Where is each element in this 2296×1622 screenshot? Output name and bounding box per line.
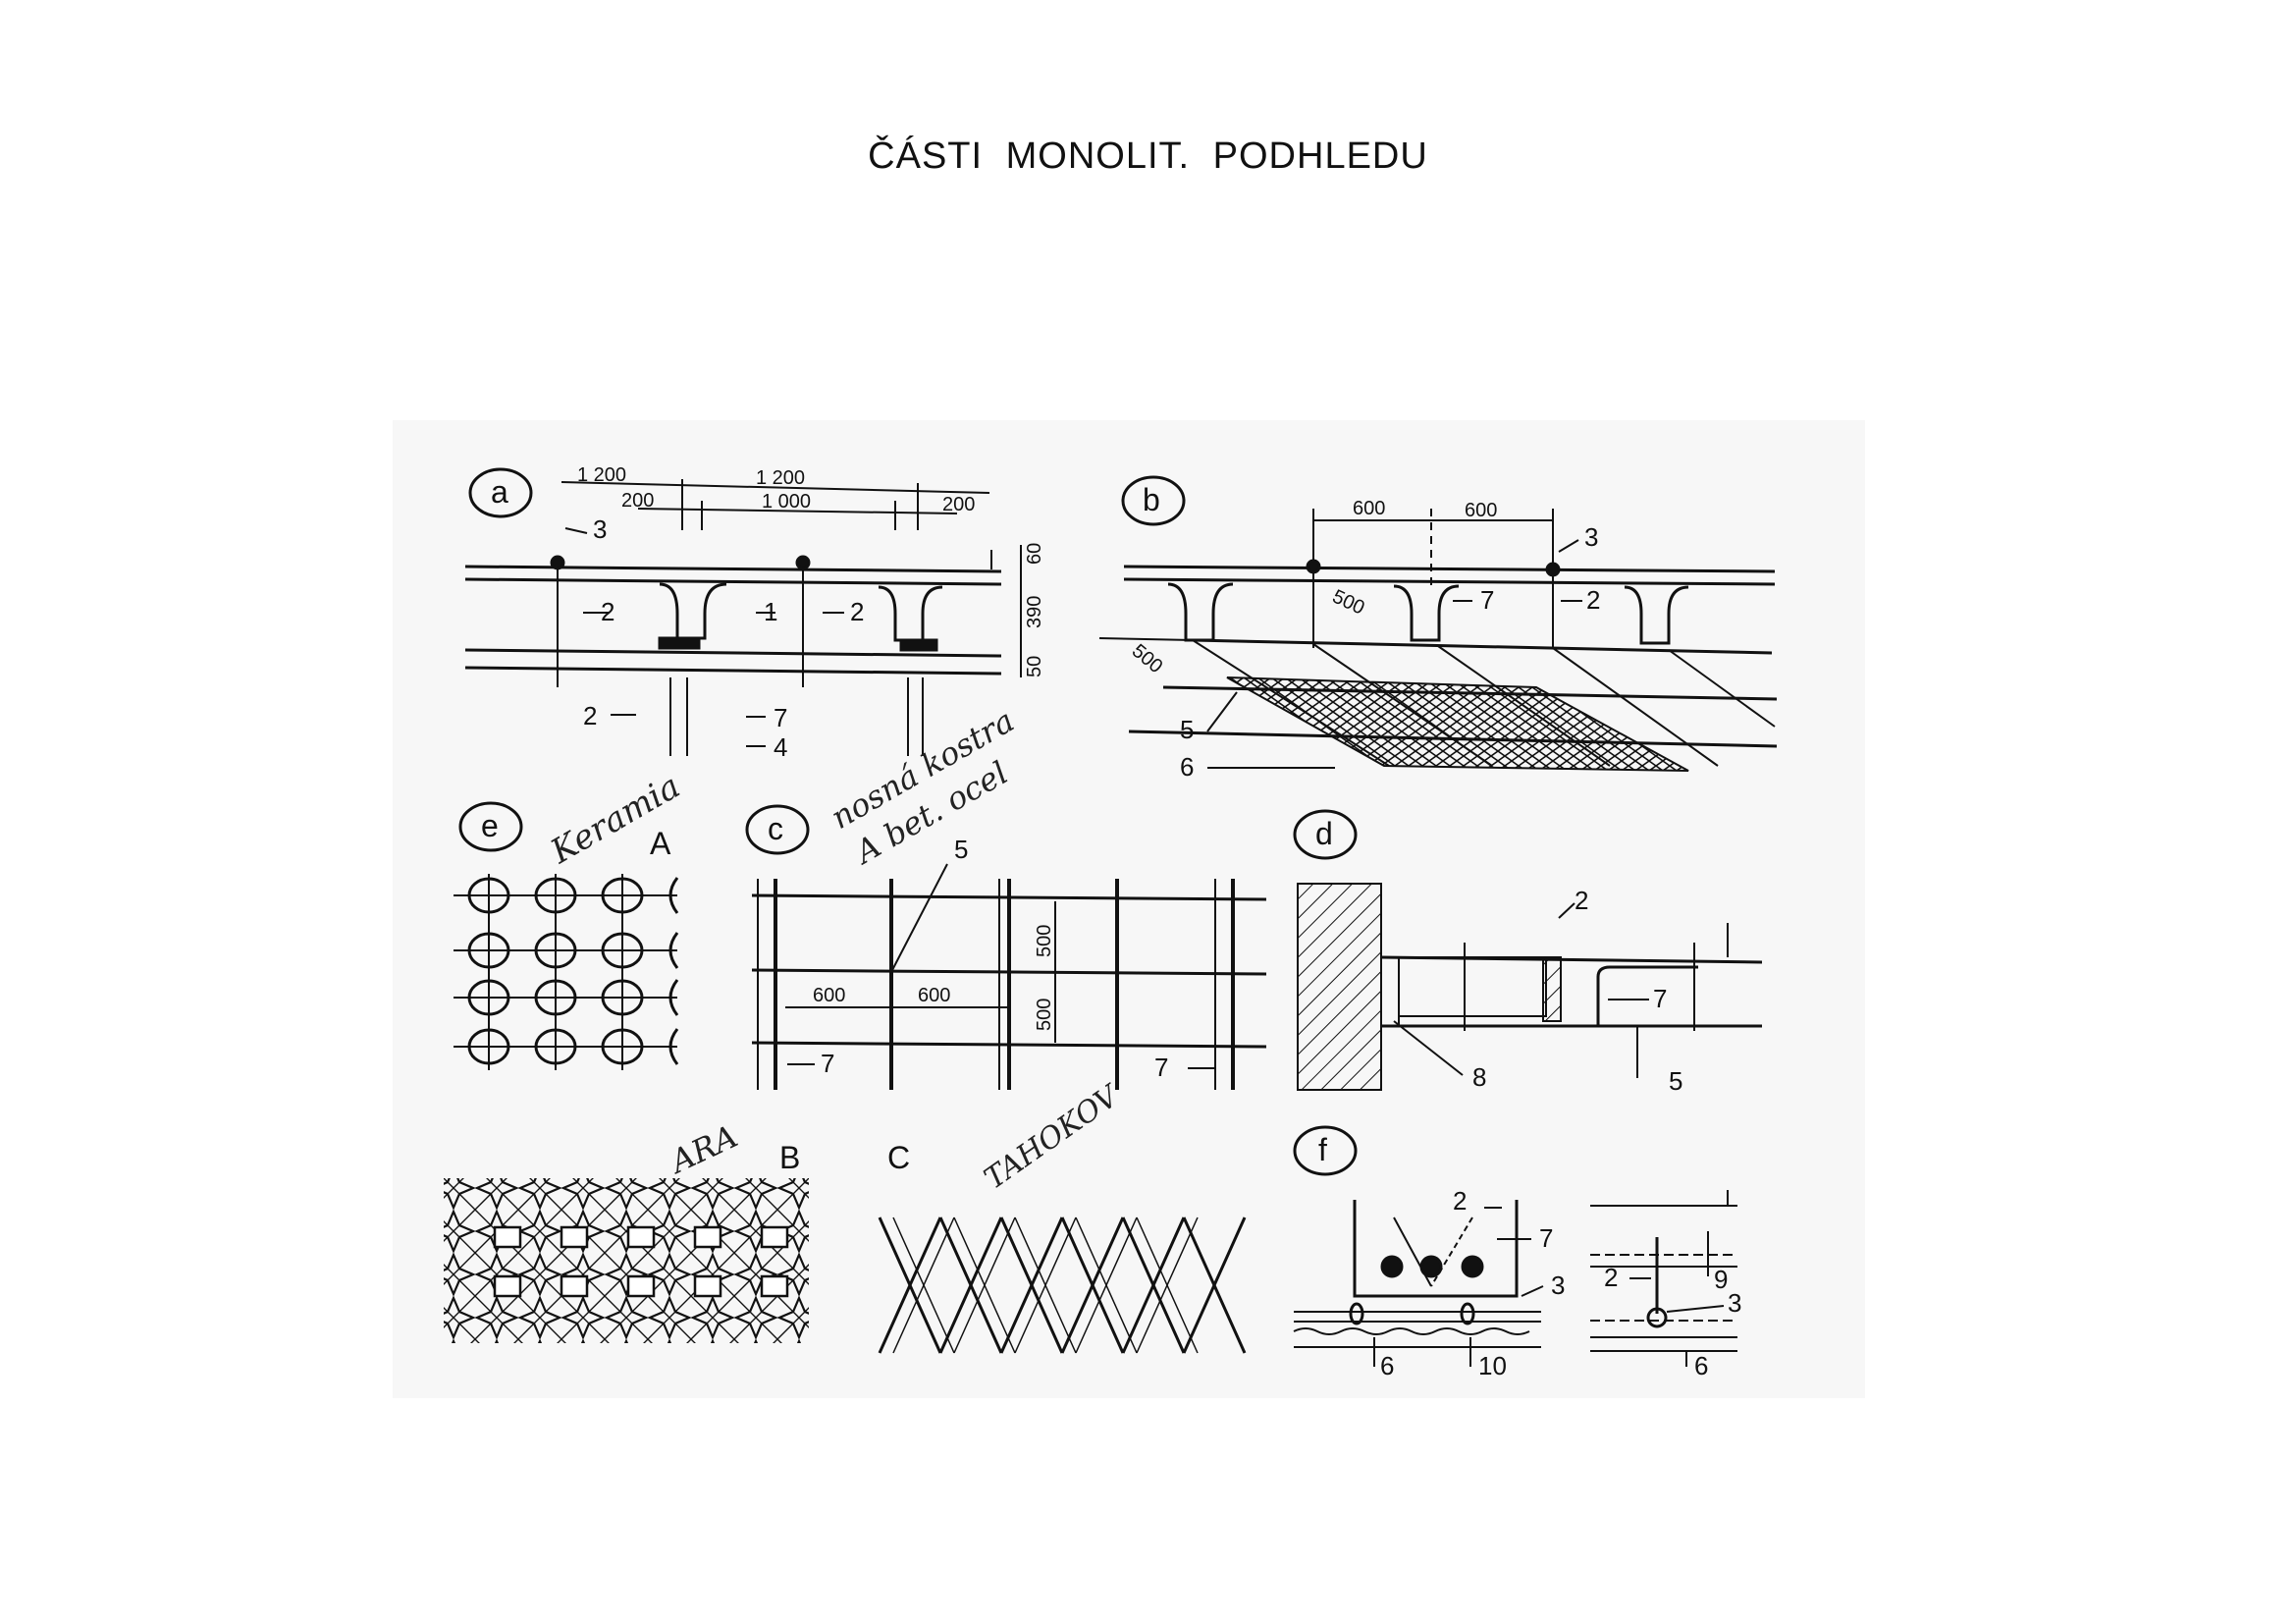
dim-c-2: 500 — [1034, 925, 1055, 957]
panel-f — [1293, 1125, 1737, 1367]
ref-a-1: 2 — [601, 597, 614, 626]
ref-d-2: 8 — [1472, 1062, 1486, 1092]
panel-d-badge — [1293, 809, 1358, 860]
dim-a-5: 60 — [1024, 543, 1045, 565]
panel-b-badge — [1121, 475, 1186, 526]
dim-a-7: 50 — [1024, 656, 1045, 677]
ref-b-4: 6 — [1180, 752, 1194, 782]
panel-B-label: B — [779, 1140, 800, 1175]
panel-c — [745, 804, 1267, 1090]
dim-c-1: 600 — [918, 985, 950, 1006]
ref-c-0: 5 — [954, 835, 968, 864]
ref-f-2: 3 — [1551, 1271, 1565, 1300]
ref-f-6: 9 — [1714, 1265, 1728, 1294]
dim-b-3: 500 — [1128, 640, 1167, 677]
panel-a-label: a — [491, 474, 508, 510]
panel-e — [454, 801, 679, 1070]
ref-c-1: 7 — [821, 1049, 834, 1078]
dim-c-0: 600 — [813, 985, 845, 1006]
panel-B — [444, 1178, 809, 1343]
panel-c-label: c — [768, 811, 783, 846]
dim-b-0: 600 — [1353, 498, 1385, 519]
dim-c-3: 500 — [1034, 999, 1055, 1031]
ref-a-2: 1 — [764, 597, 777, 626]
dim-a-0: 1 200 — [577, 464, 626, 486]
ref-d-3: 5 — [1669, 1066, 1682, 1096]
ref-b-2: 2 — [1586, 585, 1600, 615]
panel-e-text: e A Keramia — [481, 767, 687, 872]
panel-C — [878, 1216, 1247, 1354]
ref-b-0: 3 — [1584, 522, 1598, 552]
panel-b — [1098, 475, 1778, 772]
ref-b-1: 7 — [1480, 585, 1494, 615]
panel-C-text: C TAHOKOV — [887, 1077, 1128, 1196]
panel-b-label: b — [1143, 482, 1160, 517]
ref-d-0: 2 — [1575, 886, 1588, 915]
panel-a-text: a 1 200 1 200 200 1 000 200 60 390 50 3 … — [491, 464, 1045, 762]
ref-f-5: 2 — [1604, 1263, 1618, 1292]
panel-e-sublabel: A — [650, 826, 671, 861]
ref-b-3: 5 — [1180, 715, 1194, 744]
masonry-wall — [1297, 883, 1382, 1091]
ref-f-7: 3 — [1728, 1288, 1741, 1318]
ref-a-6: 4 — [774, 732, 787, 762]
panel-d-label: d — [1315, 816, 1333, 851]
panel-f-badge — [1293, 1125, 1358, 1176]
panel-e-badge — [458, 801, 523, 852]
panel-B-text: B ARA — [663, 1117, 801, 1181]
panel-a-badge — [468, 467, 533, 518]
ref-f-1: 7 — [1539, 1223, 1553, 1253]
dim-a-1: 1 200 — [756, 467, 805, 489]
dim-b-1: 600 — [1465, 500, 1497, 521]
panel-c-text: c nosná kostra A bet. ocel 600 600 500 5… — [768, 702, 1168, 1082]
ref-f-3: 6 — [1380, 1351, 1394, 1380]
ref-f-0: 2 — [1453, 1186, 1467, 1216]
dim-b-2: 500 — [1329, 586, 1368, 620]
panel-f-text: f 2 7 3 6 10 2 9 3 6 — [1318, 1132, 1741, 1380]
panel-c-badge — [745, 804, 810, 855]
panel-C-label: C — [887, 1140, 910, 1175]
handnote-ara: ARA — [663, 1117, 744, 1181]
dim-a-4: 200 — [942, 494, 975, 515]
ref-a-0: 3 — [593, 514, 607, 544]
panel-a — [464, 467, 1022, 756]
dim-a-6: 390 — [1024, 596, 1045, 628]
ref-f-8: 6 — [1694, 1351, 1708, 1380]
ref-a-5: 7 — [774, 703, 787, 732]
panel-d-text: d 2 7 8 5 — [1315, 816, 1682, 1096]
ref-a-4: 2 — [583, 701, 597, 730]
ara-pattern — [444, 1178, 809, 1343]
handnote-tahokov: TAHOKOV — [979, 1077, 1128, 1196]
panel-e-label: e — [481, 808, 499, 843]
ref-c-2: 7 — [1154, 1053, 1168, 1082]
dim-a-2: 200 — [621, 490, 654, 512]
dim-a-3: 1 000 — [762, 491, 811, 513]
ref-a-3: 2 — [850, 597, 864, 626]
ref-f-4: 10 — [1478, 1351, 1507, 1380]
tahokov-mesh — [878, 1216, 1247, 1354]
panel-f-label: f — [1318, 1132, 1327, 1167]
ceramic-grid — [454, 874, 679, 1070]
page-title: ČÁSTI MONOLIT. PODHLEDU — [868, 135, 1428, 177]
ref-d-1: 7 — [1653, 984, 1667, 1013]
panel-d — [1293, 809, 1763, 1091]
